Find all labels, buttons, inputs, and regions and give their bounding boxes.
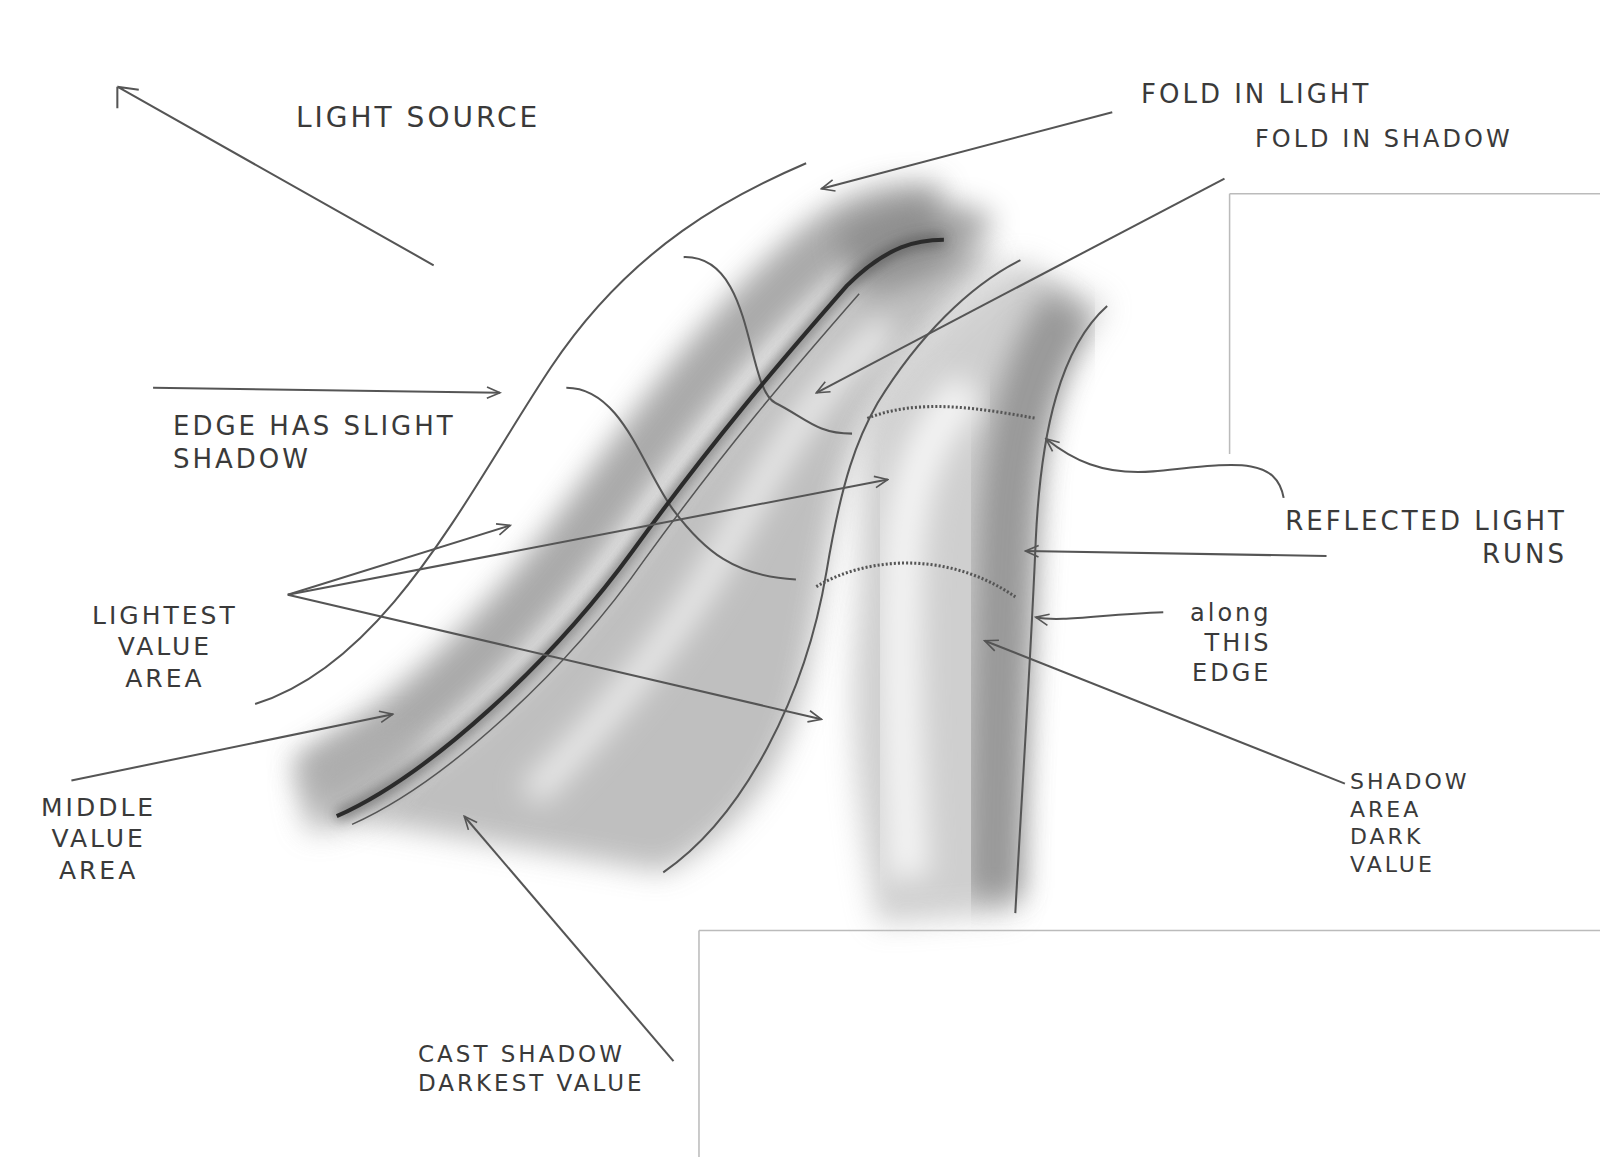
leader-line xyxy=(1036,612,1164,619)
annotation-label: LIGHT SOURCE xyxy=(296,100,540,135)
fold-edge xyxy=(1015,306,1107,913)
annotation-label: along THIS EDGE xyxy=(1190,598,1272,688)
leader-line xyxy=(816,179,1224,393)
paper-edge xyxy=(699,930,1600,1157)
leader-line xyxy=(821,112,1112,189)
annotation-label: FOLD IN SHADOW xyxy=(1255,124,1513,154)
annotation-label: LIGHTEST VALUE AREA xyxy=(92,600,238,694)
leader-line xyxy=(288,525,510,594)
cross-contour xyxy=(816,563,1015,597)
leader-line xyxy=(288,480,888,595)
leader-line xyxy=(1046,439,1284,498)
leader-line xyxy=(985,641,1345,784)
annotation-label: MIDDLE VALUE AREA xyxy=(41,792,156,886)
annotation-label: REFLECTED LIGHT RUNS xyxy=(1282,505,1567,570)
leader-lines xyxy=(71,87,1344,1061)
cross-contour xyxy=(867,407,1035,419)
shading xyxy=(296,203,1107,923)
annotation-label: EDGE HAS SLIGHT SHADOW xyxy=(173,410,473,475)
leader-line xyxy=(71,714,392,780)
leader-line xyxy=(288,595,822,719)
fold-edge xyxy=(663,260,1020,872)
fold-outline xyxy=(255,163,1107,913)
cross-contour xyxy=(684,257,852,434)
paper-edge xyxy=(1230,194,1600,454)
left-band-shade xyxy=(306,213,939,786)
annotation-label: SHADOW AREA DARK VALUE xyxy=(1350,768,1470,878)
leader-line xyxy=(153,388,500,393)
right-band-light xyxy=(901,388,969,878)
annotation-label: FOLD IN LIGHT xyxy=(1141,78,1371,111)
annotation-label: CAST SHADOW DARKEST VALUE xyxy=(418,1040,738,1098)
cast-shadow-crease xyxy=(352,294,859,825)
leader-line xyxy=(464,816,673,1061)
right-band-shade xyxy=(853,260,1107,923)
leader-line xyxy=(1026,551,1327,556)
